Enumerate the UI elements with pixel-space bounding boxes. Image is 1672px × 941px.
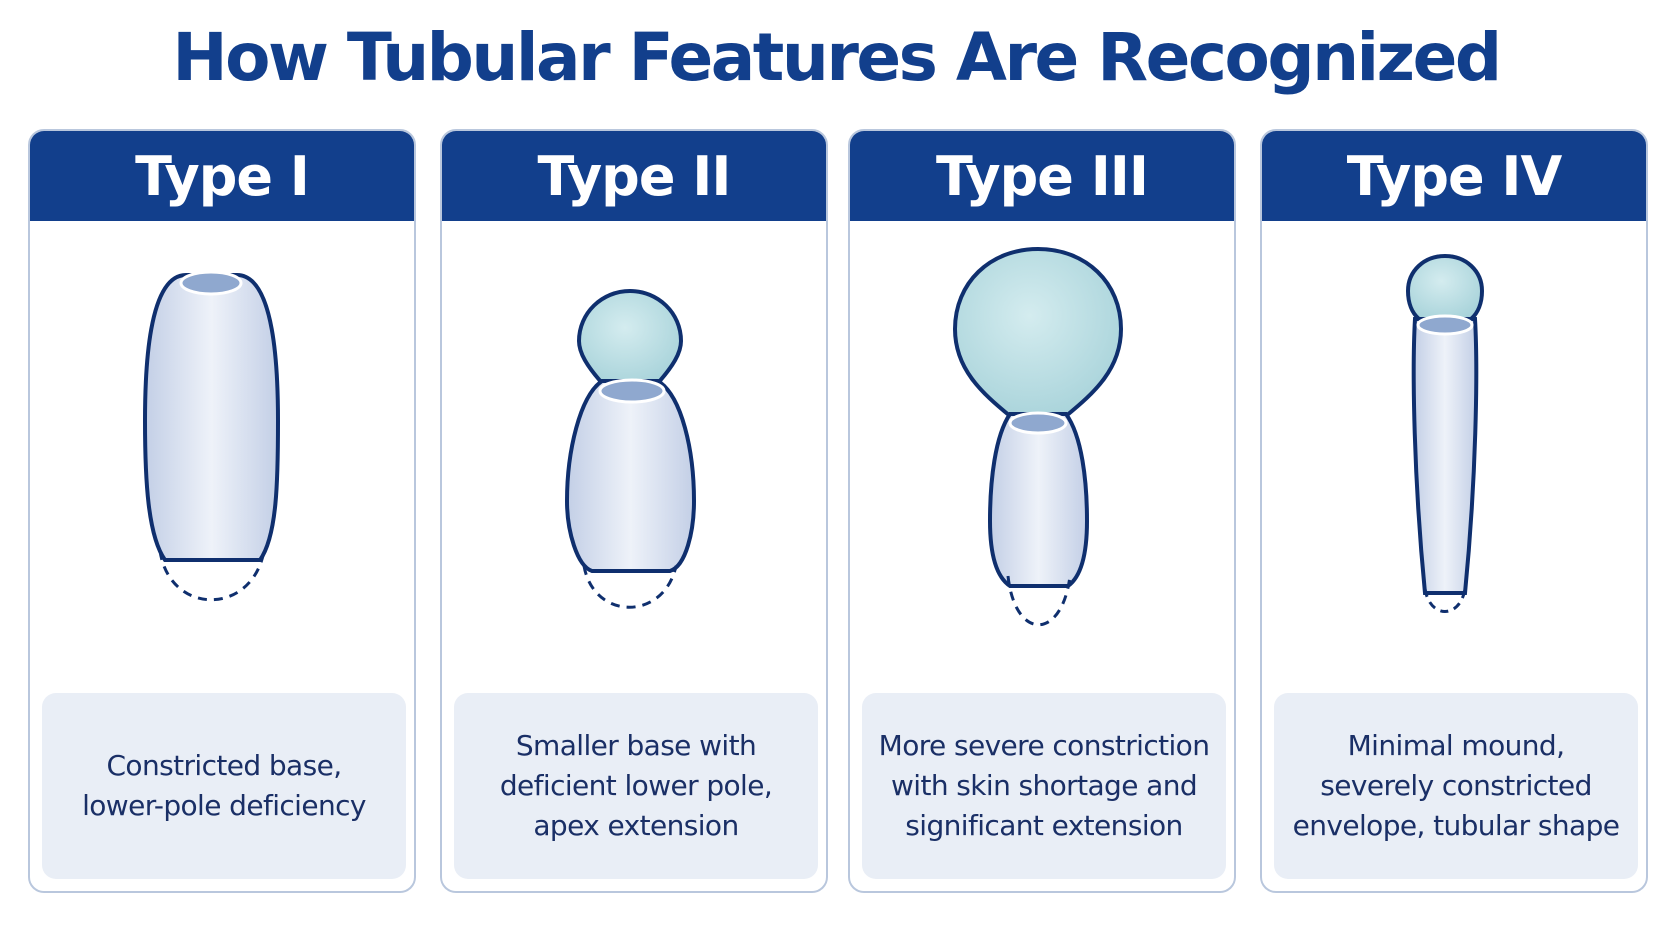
description-panel: Minimal mound, severely constricted enve… [1274,693,1638,879]
deficient-lower-pole-outline [1006,575,1072,627]
deficient-lower-pole-outline [1423,588,1467,613]
opening-ellipse [179,270,243,296]
deficient-lower-pole-outline [158,550,266,602]
card-header: Type IV [1262,131,1646,221]
card-header: Type III [850,131,1234,221]
opening-ellipse [1008,411,1068,435]
page-title: How Tubular Features Are Recognized [172,19,1502,96]
description-text: More severe constriction with skin short… [878,729,1210,842]
type-2-illustration [442,221,826,821]
description-panel: Smaller base with deficient lower pole, … [454,693,818,879]
herniated-bulb [576,288,684,385]
type-4-illustration [1262,221,1646,821]
description-text: Smaller base with deficient lower pole, … [499,729,773,842]
description-text: Minimal mound, severely constricted enve… [1292,729,1620,842]
type-3-illustration [850,221,1234,821]
card-header: Type II [442,131,826,221]
opening-ellipse [1416,314,1474,336]
card-title: Type I [135,144,310,208]
type-card-2: Type II Smaller base with de [440,129,828,893]
opening-ellipse [598,378,666,404]
herniated-bulb [952,246,1124,418]
card-title: Type IV [1346,144,1563,208]
deficient-lower-pole-outline [582,565,678,609]
card-title: Type II [537,144,732,208]
card-title: Type III [936,144,1149,208]
tubular-body [142,273,281,562]
type-card-4: Type IV Minimal mound, sever [1260,129,1648,893]
tubular-body [1411,317,1479,595]
type-card-1: Type I Constricted base, lower-pole [28,129,416,893]
description-panel: Constricted base, lower-pole deficiency [42,693,406,879]
description-panel: More severe constriction with skin short… [862,693,1226,879]
description-text: Constricted base, lower-pole deficiency [82,749,366,822]
type-1-illustration [30,221,414,821]
tubular-body [564,379,697,573]
type-card-3: Type III More severe constriction [848,129,1236,893]
herniated-bulb [1405,253,1485,321]
tubular-body [987,412,1090,588]
card-header: Type I [30,131,414,221]
